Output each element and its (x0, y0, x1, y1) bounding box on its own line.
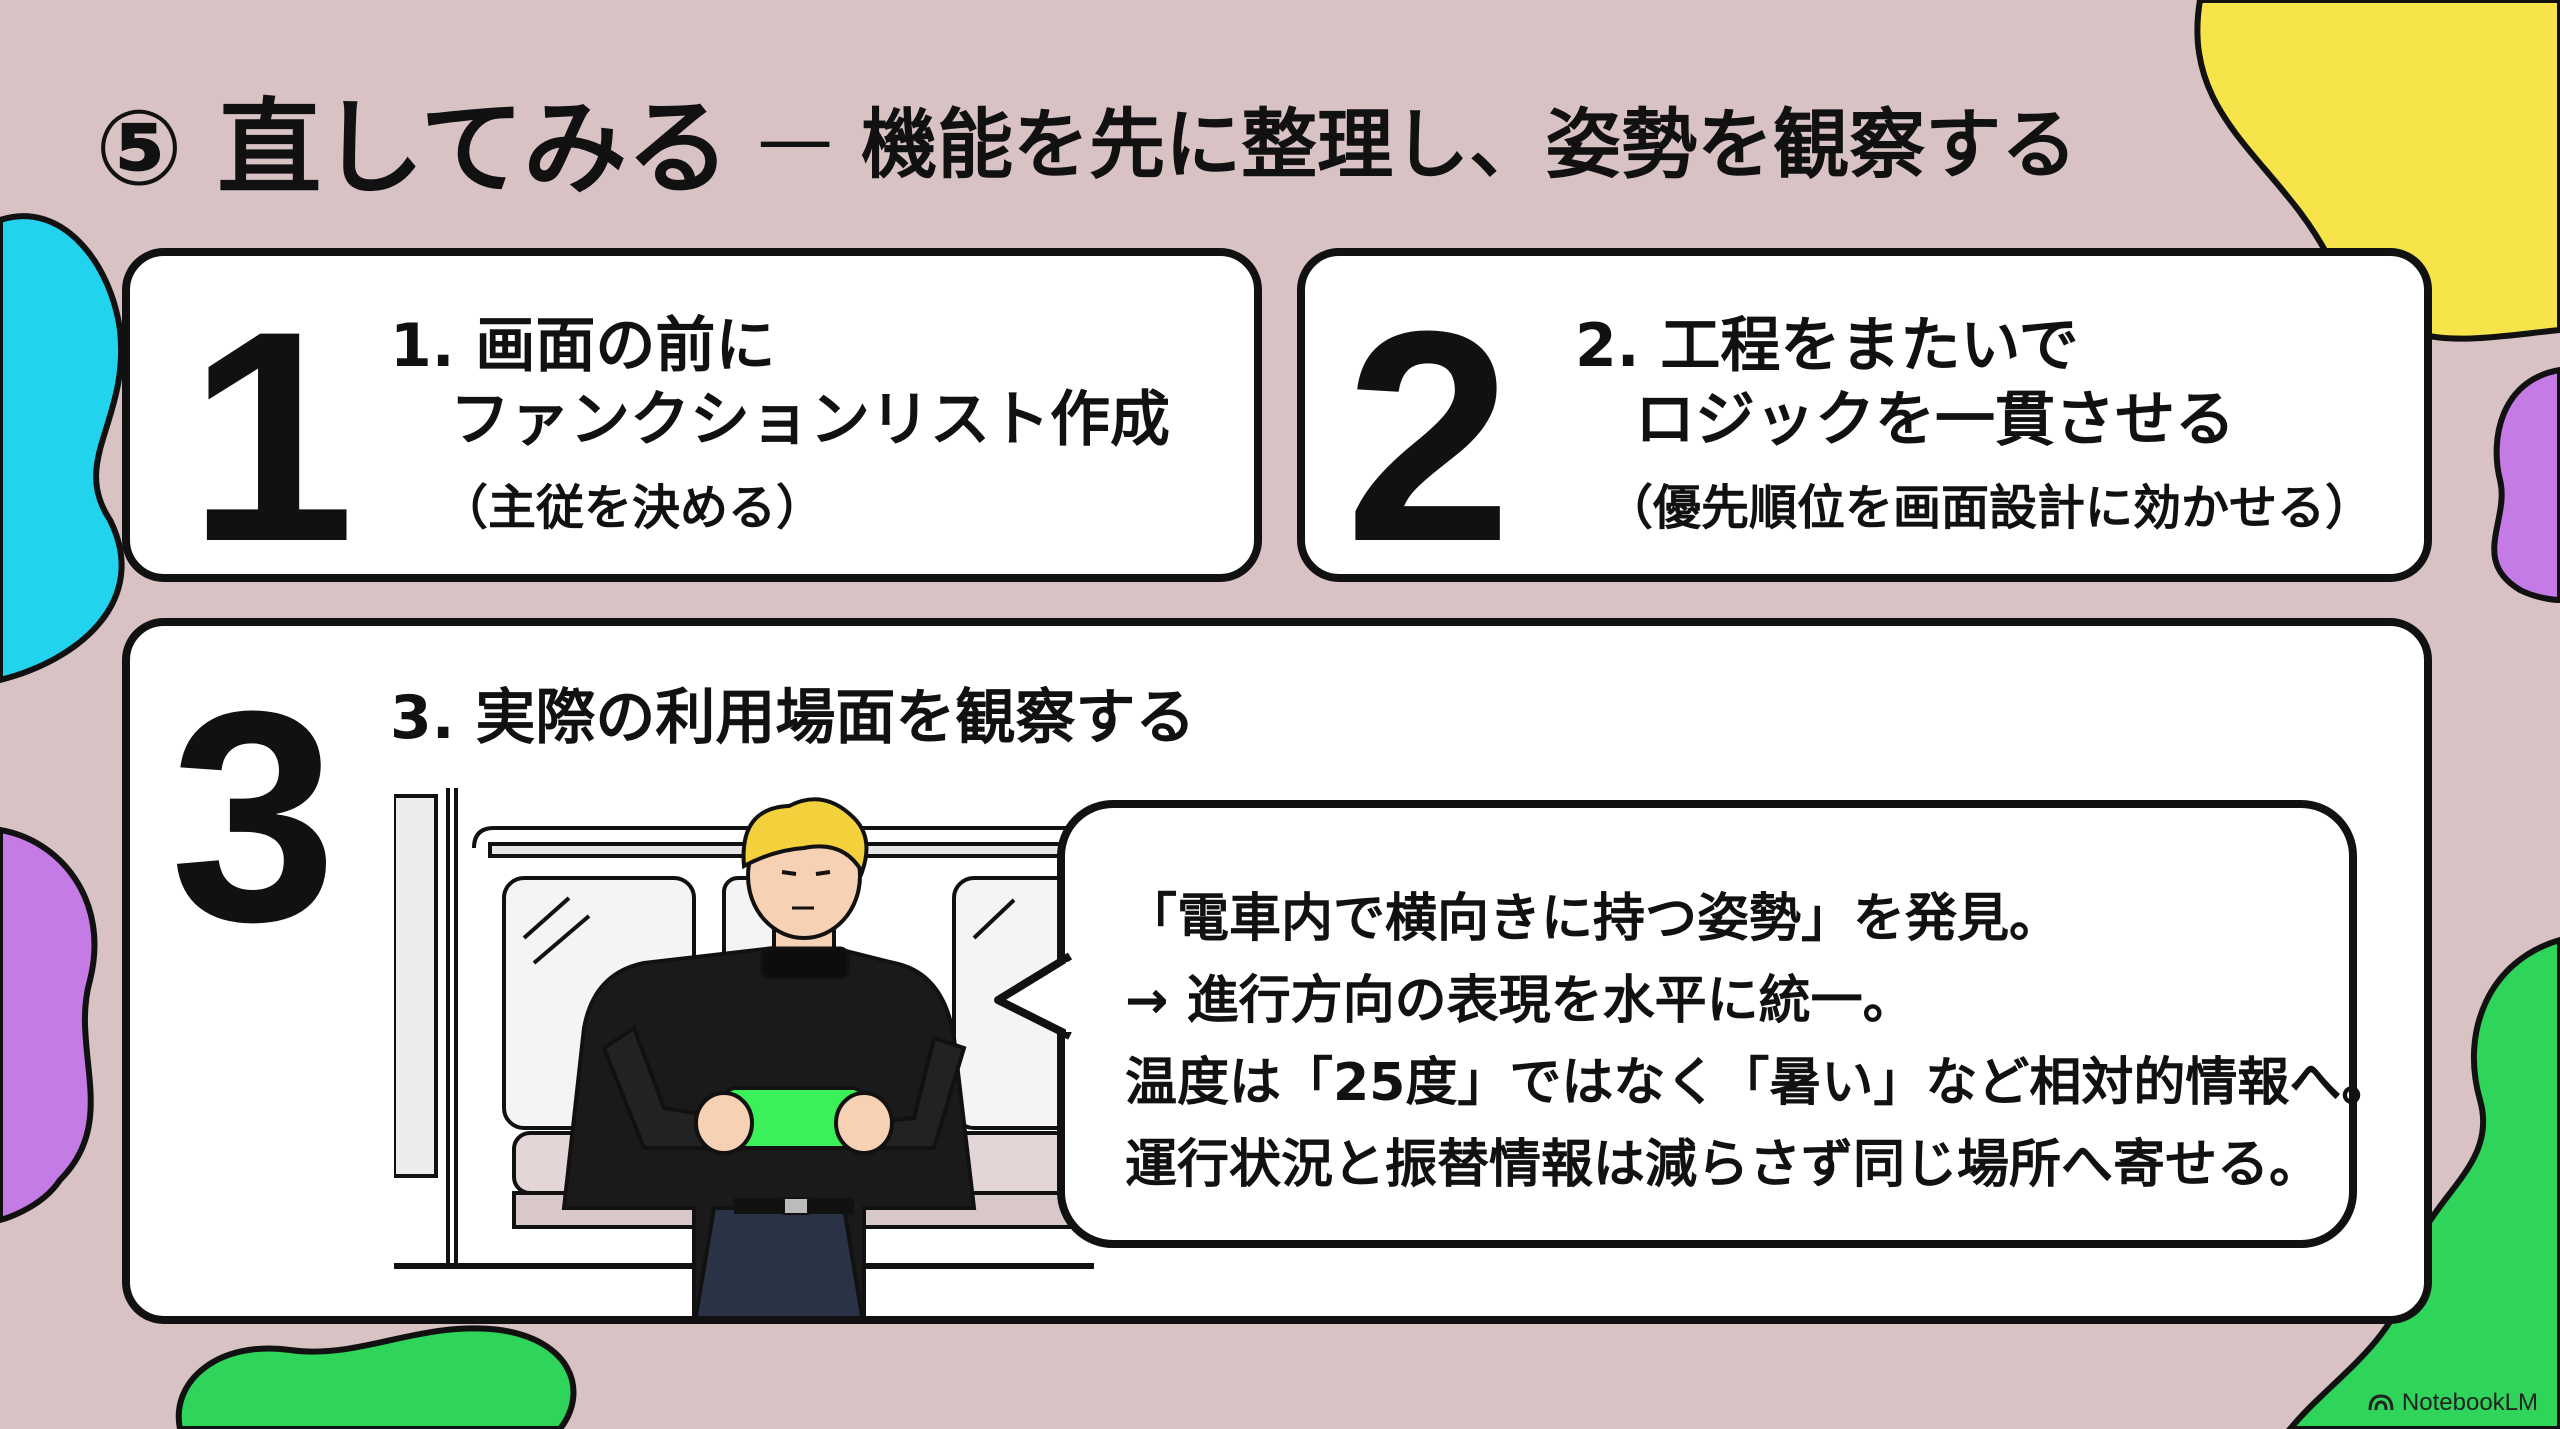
right-hand (834, 1091, 894, 1155)
cyan-blob (0, 213, 125, 684)
card-1: 1 1. 画面の前に ファンクションリスト作成 （主従を決める） (122, 248, 1262, 586)
speech-line-2: → 進行方向の表現を水平に統一。 (1125, 971, 1915, 1031)
brand-name: NotebookLM (2401, 1389, 2538, 1416)
card-number: 1 (188, 268, 355, 604)
green-blob-left (175, 1325, 577, 1429)
card-note: （主従を決める） (440, 480, 825, 536)
belt-buckle (783, 1197, 809, 1215)
purple-blob-right (2491, 366, 2560, 604)
card-title: 3. 実際の利用場面を観察する (390, 683, 1196, 753)
left-hand (694, 1091, 754, 1155)
hair (741, 797, 869, 877)
notebooklm-logo-icon (2368, 1394, 2394, 1411)
brand-watermark: NotebookLM (2368, 1389, 2538, 1417)
title-subtitle: 機能を先に整理し、姿勢を観察する (861, 100, 2078, 189)
card-title-line1: 2. 工程をまたいで (1575, 311, 2079, 381)
speech-bubble: 「電車内で横向きに持つ姿勢」を発見。 → 進行方向の表現を水平に統一。 温度は「… (1057, 800, 2393, 1248)
card-title-line2: ファンクションリスト作成 (450, 385, 1170, 455)
card-note: （優先順位を画面設計に効かせる） (1605, 480, 2374, 536)
card-number: 3 (170, 648, 337, 984)
title-main: ⑤ 直してみる (95, 86, 730, 209)
trousers (693, 1206, 865, 1316)
card-title-line1: 1. 画面の前に (390, 311, 776, 381)
turtleneck (760, 946, 850, 980)
person (561, 797, 977, 1316)
title-dash: — (757, 93, 834, 183)
card-title-line2: ロジックを一貫させる (1635, 385, 2235, 455)
purple-blob-left (0, 826, 98, 1224)
green-blob-right (2286, 936, 2560, 1429)
card-number: 2 (1345, 268, 1512, 604)
card-2: 2 2. 工程をまたいで ロジックを一貫させる （優先順位を画面設計に効かせる） (1297, 248, 2432, 586)
train-person-illustration (394, 788, 1096, 1316)
slide-title: ⑤ 直してみる — 機能を先に整理し、姿勢を観察する (95, 78, 2175, 209)
speech-bubble-tail (994, 952, 1080, 1040)
speech-line-3: 温度は「25度」ではなく「暑い」など相対的情報へ。 (1125, 1053, 2394, 1113)
speech-line-4: 運行状況と振替情報は減らさず同じ場所へ寄せる。 (1125, 1135, 2322, 1195)
speech-line-1: 「電車内で横向きに持つ姿勢」を発見。 (1125, 889, 2062, 949)
